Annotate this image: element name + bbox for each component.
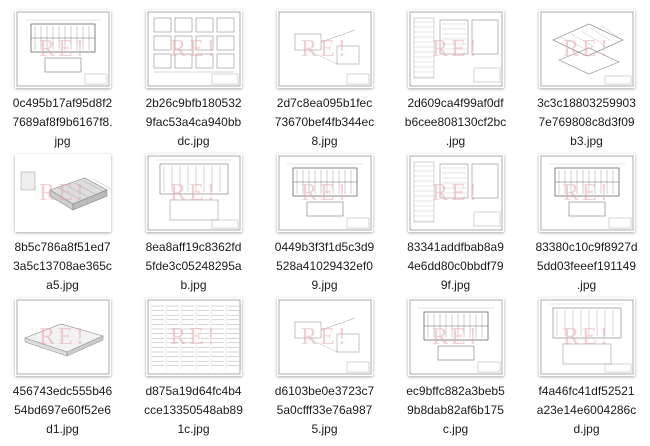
file-name-label[interactable]: 83341addfbab8a9 4e6dd80c0bbdf79 9f.jpg: [407, 240, 504, 292]
file-item[interactable]: RE! d875a19d64fc4b4 cce13350548ab89 1c.jp…: [131, 298, 256, 446]
file-thumbnail[interactable]: RE!: [15, 10, 111, 88]
file-thumbnail[interactable]: RE!: [408, 10, 504, 88]
file-item[interactable]: RE! 2b26c9bfb180532 9fac53a4ca940bb dc.jp…: [131, 10, 256, 158]
file-thumbnail[interactable]: RE!: [408, 154, 504, 232]
file-thumbnail[interactable]: RE!: [408, 298, 504, 376]
file-name-label[interactable]: 2d7c8ea095b1fec 73670bef4fb344ec 8.jpg: [274, 96, 375, 148]
file-item[interactable]: RE! 456743edc555b46 54bd697e60f52e6 d1.jp…: [0, 298, 125, 446]
file-name-label[interactable]: f4a46fc41df52521 a23e14e6004286c d.jpg: [536, 384, 637, 436]
file-thumbnail[interactable]: RE!: [277, 298, 373, 376]
file-thumbnail[interactable]: RE!: [539, 298, 635, 376]
file-thumbnail[interactable]: RE!: [15, 154, 111, 232]
file-thumbnail[interactable]: RE!: [539, 154, 635, 232]
file-name-label[interactable]: 456743edc555b46 54bd697e60f52e6 d1.jpg: [12, 384, 113, 436]
file-item[interactable]: RE! 0c495b17af95d8f2 7689af8f9b6167f8. jp…: [0, 10, 125, 158]
file-item[interactable]: RE! d6103be0e3723c7 5a0cfff33e76a987 5.jp…: [262, 298, 387, 446]
file-name-label[interactable]: 8ea8aff19c8362fd 5fde3c05248295a b.jpg: [145, 240, 242, 292]
file-item[interactable]: RE! 3c3c18803259903 7e769808c8d3f09 b3.jp…: [524, 10, 649, 158]
file-item[interactable]: RE! 0449b3f3f1d5c3d9 528a41029432ef0 9.jp…: [262, 154, 387, 302]
file-thumbnail[interactable]: RE!: [146, 154, 242, 232]
file-thumbnail[interactable]: RE!: [277, 10, 373, 88]
file-thumbnail[interactable]: RE!: [539, 10, 635, 88]
file-name-label[interactable]: ec9bffc882a3beb5 9b8dab82af6b175 c.jpg: [406, 384, 505, 436]
file-name-label[interactable]: 2b26c9bfb180532 9fac53a4ca940bb dc.jpg: [145, 96, 242, 148]
file-item[interactable]: RE! 83380c10c9f8927d 5dd03feeef191149 .jp…: [524, 154, 649, 302]
file-name-label[interactable]: d6103be0e3723c7 5a0cfff33e76a987 5.jpg: [274, 384, 375, 436]
file-name-label[interactable]: 8b5c786a8f51ed7 3a5c13708ae365c a5.jpg: [13, 240, 112, 292]
file-thumbnail[interactable]: RE!: [277, 154, 373, 232]
file-name-label[interactable]: 0c495b17af95d8f2 7689af8f9b6167f8. jpg: [12, 96, 113, 148]
file-thumbnail[interactable]: RE!: [146, 298, 242, 376]
file-item[interactable]: RE! 83341addfbab8a9 4e6dd80c0bbdf79 9f.jp…: [393, 154, 518, 302]
file-name-label[interactable]: 0449b3f3f1d5c3d9 528a41029432ef0 9.jpg: [274, 240, 375, 292]
file-item[interactable]: RE! 8b5c786a8f51ed7 3a5c13708ae365c a5.jp…: [0, 154, 125, 302]
file-item[interactable]: RE! 8ea8aff19c8362fd 5fde3c05248295a b.jp…: [131, 154, 256, 302]
file-name-label[interactable]: d875a19d64fc4b4 cce13350548ab89 1c.jpg: [144, 384, 243, 436]
file-item[interactable]: RE! 2d7c8ea095b1fec 73670bef4fb344ec 8.jp…: [262, 10, 387, 158]
file-name-label[interactable]: 83380c10c9f8927d 5dd03feeef191149 .jpg: [535, 240, 638, 292]
file-item[interactable]: RE! ec9bffc882a3beb5 9b8dab82af6b175 c.jp…: [393, 298, 518, 446]
file-name-label[interactable]: 2d609ca4f99af0df b6cee808130cf2bc .jpg: [404, 96, 507, 148]
file-thumbnail[interactable]: RE!: [146, 10, 242, 88]
file-name-label[interactable]: 3c3c18803259903 7e769808c8d3f09 b3.jpg: [537, 96, 636, 148]
file-item[interactable]: RE! 2d609ca4f99af0df b6cee808130cf2bc .jp…: [393, 10, 518, 158]
file-item[interactable]: RE! f4a46fc41df52521 a23e14e6004286c d.jp…: [524, 298, 649, 446]
file-thumbnail[interactable]: RE!: [15, 298, 111, 376]
